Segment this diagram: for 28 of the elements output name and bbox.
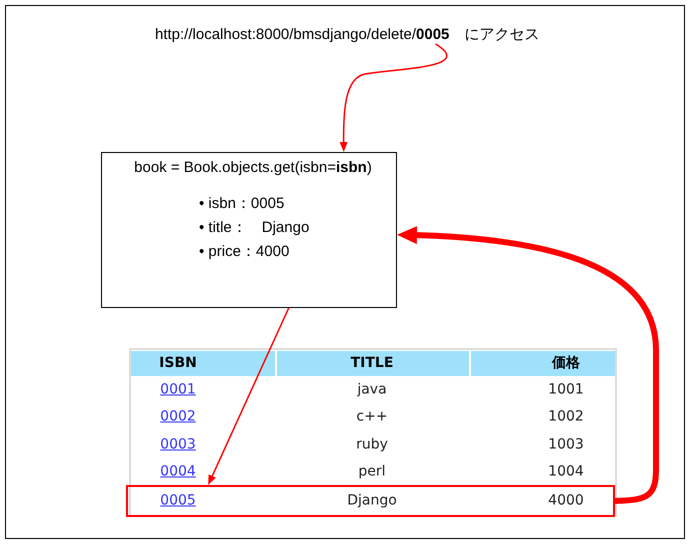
column-header: 価格 — [471, 351, 615, 376]
book-title: java — [357, 382, 387, 398]
isbn-link: 0003 — [160, 436, 196, 454]
column-header: TITLE — [277, 351, 469, 376]
book-title: perl — [358, 463, 386, 480]
url-text: http://localhost:8000/bmsdjango/delete/0005 にアクセス — [155, 26, 540, 44]
price-value: 1003 — [548, 436, 584, 454]
isbn-link: 0002 — [160, 408, 196, 426]
book-title: ruby — [356, 436, 388, 454]
price-value: 1004 — [548, 463, 584, 480]
highlighted-row — [126, 485, 615, 517]
price-value: 1002 — [548, 408, 584, 426]
column-header: ISBN — [131, 351, 275, 376]
book-title: c++ — [356, 408, 388, 426]
isbn-link: 0004 — [160, 463, 196, 480]
arrow — [340, 43, 448, 152]
code-line: book = Book.objects.get(isbn=isbn) — [134, 159, 372, 177]
book-title: Django — [347, 492, 397, 510]
arrow — [208, 308, 290, 486]
field-item: • isbn：0005 — [199, 195, 284, 213]
field-item: • title： Django — [199, 219, 310, 237]
code-box — [101, 152, 397, 308]
thick-arrow — [397, 226, 659, 504]
isbn-link: 0005 — [160, 492, 196, 510]
field-item: • price：4000 — [199, 243, 290, 261]
isbn-link: 0001 — [160, 382, 196, 398]
price-value: 1001 — [548, 382, 584, 398]
price-value: 4000 — [548, 492, 584, 510]
